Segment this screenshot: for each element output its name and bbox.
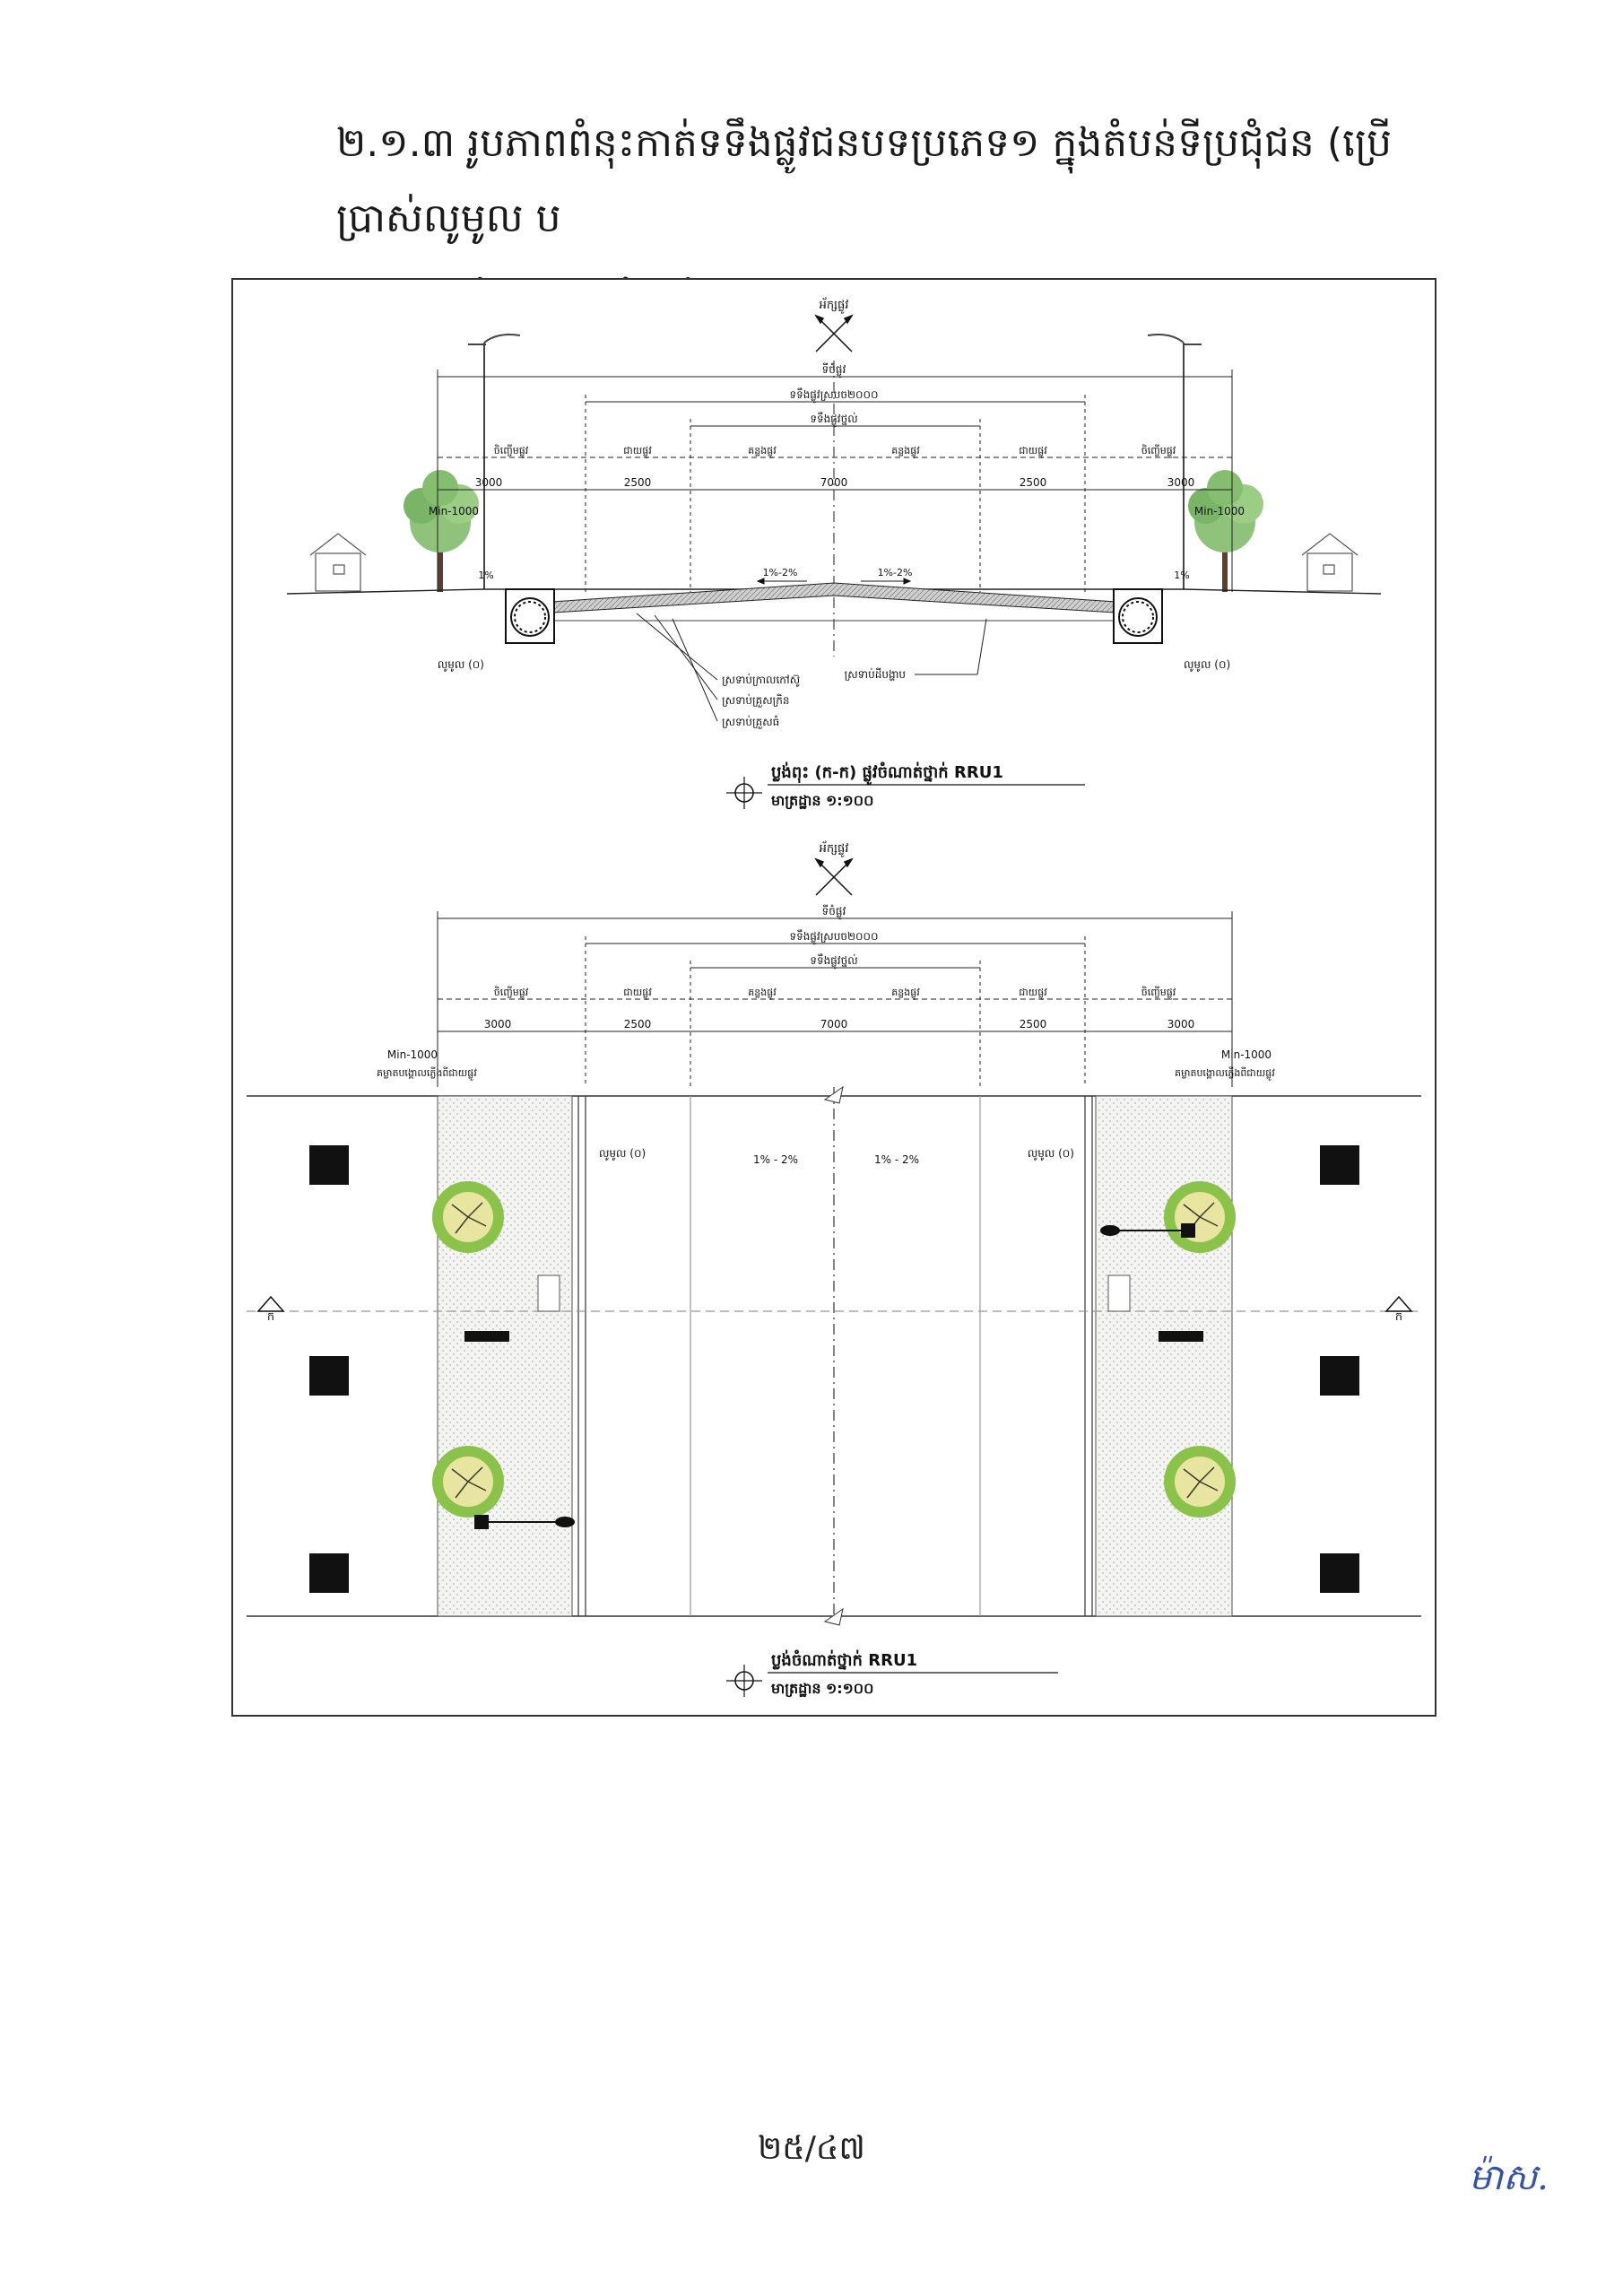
cs-segment-label: ចិញ្ចើមផ្លូវ [1141,444,1176,458]
pv-axis-symbol [814,857,854,896]
pv-segment-label: គន្លងផ្លូវ [891,987,920,1000]
cs-tree-right [1188,470,1263,592]
cs-house-right [1301,533,1358,592]
pv-dimension-value: 2500 [624,1018,652,1031]
cs-dimension-lines [437,361,1233,657]
handwritten-initials: ម៉ាស. [1469,2157,1549,2198]
pv-dimension-value: 3000 [1167,1018,1195,1031]
cs-slope-left: 1%-2% [763,567,798,578]
pv-tree [432,1446,504,1518]
cs-leader-lines [636,613,987,722]
pv-segment-label: ចិញ្ចើមផ្លូវ [1141,986,1176,1000]
pv-dimension-lines [437,911,1233,1087]
cs-slope-right: 1%-2% [878,567,913,578]
pv-section-marker-right: ក [1384,1295,1413,1324]
pv-tree [432,1181,504,1253]
pv-axis-label: អ័ក្សផ្លូវ [820,840,849,857]
cs-dimension-value: 3000 [475,476,503,489]
plan-view: អ័ក្សផ្លូវ ទីចំផ្លូវ ទទឹងផ្លូវស្របច២០០០ … [247,840,1421,1698]
pv-sidewalk-left [437,1095,573,1617]
pv-scale: មាត្រដ្ឋាន ១:១០០ [771,1680,873,1698]
cs-min-right: Min-1000 [1194,505,1245,517]
cs-dimension-value: 2500 [1020,476,1047,489]
pv-setback-right: គម្លាតបង្គោលភ្លើងពីជាយផ្លូវ [1175,1066,1275,1081]
cs-axis-label: អ័ក្សផ្លូវ [820,297,849,314]
cs-pipe-label-right: លូមូល (០) [1184,658,1230,672]
cs-road-width-label: ទទឹងផ្លូវស្របច២០០០ [789,387,878,404]
pv-manhole [537,1274,1131,1312]
cs-layer-label: ស្រទាប់គ្រួសក្រិន [722,693,789,708]
pv-min-right: Min-1000 [1221,1048,1271,1061]
cross-section: អ័ក្សផ្លូវ [286,297,1382,810]
pv-break-mark-top [823,1085,844,1104]
cs-axis-symbol [814,314,854,352]
cs-layer-label: ស្រទាប់គ្រួសធំ [722,715,779,729]
cs-carriageway-label: ទទឹងផ្លូវថ្នល់ [810,412,857,428]
cs-house-left [309,533,367,592]
pv-road-edges [247,1087,1421,1625]
cs-segment-label: ចិញ្ចើមផ្លូវ [494,444,529,458]
cs-total-width-label: ទីចំផ្លូវ [822,362,846,378]
pv-title-block: ប្លង់ចំណាត់ថ្នាក់ RRU1 មាត្រដ្ឋាន ១:១០០ [726,1649,1058,1698]
pv-slope-left: 1% - 2% [753,1153,798,1166]
cs-side-slope-left: 1% [478,570,493,581]
cs-title: ប្លង់ពុះ (ក-ក) ផ្លូវចំណាត់ថ្នាក់ RRU1 [771,761,1003,786]
cs-street-light-left [468,334,521,589]
page-heading: ២.១.៣ រូបភាពពំនុះកាត់ទទឹងផ្លូវជនបទប្រភេទ… [336,106,1502,332]
pv-tree [1164,1181,1236,1253]
pv-title: ប្លង់ចំណាត់ថ្នាក់ RRU1 [771,1649,917,1670]
pv-slope-right: 1% - 2% [874,1153,919,1166]
cs-drain-left [505,588,555,644]
pv-street-light [474,1515,575,1529]
cs-slope-arrows [756,578,912,585]
drawing-frame: អ័ក្សផ្លូវ [231,278,1436,1717]
cs-segment-label: គន្លងផ្លូវ [748,445,777,458]
cs-layer-label: ស្រទាប់ក្រាលកៅស៊ូ [722,673,800,687]
cs-street-light-right [1147,334,1202,589]
pv-building-blocks [309,1145,1359,1593]
pv-segment-label: ចិញ្ចើមផ្លូវ [494,986,529,1000]
pv-road-width-label: ទទឹងផ្លូវស្របច២០០០ [789,929,878,945]
pv-sidewalk-right [1095,1095,1233,1617]
pv-dimension-value: 2500 [1020,1018,1047,1031]
pv-tree [1164,1446,1236,1518]
cs-subgrade-label: ស្រទាប់ដីបង្ហាប [845,667,907,681]
pv-street-light [1100,1223,1195,1238]
pv-segment-label: គន្លងផ្លូវ [748,987,777,1000]
cs-side-slope-right: 1% [1174,570,1189,581]
cs-tree-left [404,470,479,592]
cs-segment-label: ជាយផ្លូវ [623,445,652,458]
pv-dimension-value: 3000 [484,1018,512,1031]
pv-section-marker-label: ក [1395,1310,1402,1324]
cs-segment-label: គន្លងផ្លូវ [891,445,920,458]
pv-pipe-label-left: លូមូល (០) [599,1147,646,1161]
pv-section-marker-label: ក [267,1310,274,1324]
pv-section-marker-left: ក [256,1295,285,1324]
road-drawing: អ័ក្សផ្លូវ [247,297,1421,1698]
cs-dimension-value: 3000 [1167,476,1195,489]
pv-pipe-label-right: លូមូល (០) [1028,1147,1074,1161]
cs-drain-right [1113,588,1163,644]
cs-dimension-value: 7000 [820,476,848,489]
pv-total-width-label: ទីចំផ្លូវ [822,904,846,920]
pv-break-mark-bottom [823,1607,844,1626]
heading-line-1: ២.១.៣ រូបភាពពំនុះកាត់ទទឹងផ្លូវជនបទប្រភេទ… [336,120,1392,241]
page-number: ២៥/៤៧ [758,2130,865,2167]
pv-dimension-value: 7000 [820,1018,848,1031]
pv-setback-left: គម្លាតបង្គោលភ្លើងពីជាយផ្លូវ [377,1066,477,1081]
pv-segment-label: ជាយផ្លូវ [1019,987,1047,1000]
pv-segment-label: ជាយផ្លូវ [623,987,652,1000]
cs-segment-label: ជាយផ្លូវ [1019,445,1047,458]
pv-carriageway-label: ទទឹងផ្លូវថ្នល់ [810,953,857,970]
cs-scale: មាត្រដ្ឋាន ១:១០០ [771,792,873,810]
cs-min-left: Min-1000 [429,505,479,517]
cs-dimension-value: 2500 [624,476,652,489]
cs-pipe-label-left: លូមូល (០) [438,658,484,672]
pv-min-left: Min-1000 [387,1048,438,1061]
cs-title-block: ប្លង់ពុះ (ក-ក) ផ្លូវចំណាត់ថ្នាក់ RRU1 មា… [726,761,1085,810]
